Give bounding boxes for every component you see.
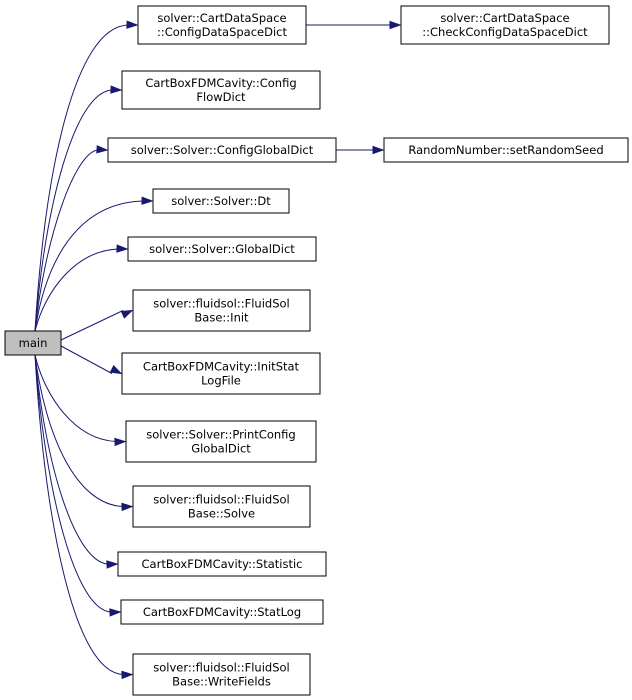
- node-box: [117, 551, 327, 577]
- node-label: solver::fluidsol::FluidSol: [153, 297, 290, 311]
- node-box: [127, 236, 317, 262]
- node-label: solver::fluidsol::FluidSol: [153, 661, 290, 675]
- edge-cds-config-to-cds-check: [306, 20, 402, 30]
- node-label: solver::fluidsol::FluidSol: [153, 493, 290, 507]
- node-box: [383, 137, 629, 163]
- edge-line: [34, 354, 124, 675]
- node-main[interactable]: main: [4, 330, 62, 356]
- edge-arrowhead: [110, 85, 123, 94]
- node-cds-config[interactable]: solver::CartDataSpace::ConfigDataSpaceDi…: [137, 5, 307, 45]
- node-label: LogFile: [201, 374, 241, 388]
- edge-arrowhead: [121, 670, 134, 680]
- node-label: ::CheckConfigDataSpaceDict: [422, 25, 588, 39]
- edge-main-to-cfdm-stat: [34, 354, 119, 569]
- edge-line: [60, 310, 124, 341]
- edge-arrowhead: [126, 20, 139, 29]
- edge-line: [34, 200, 144, 332]
- node-box: [121, 70, 321, 110]
- node-box: [400, 5, 610, 45]
- node-box: [107, 137, 337, 163]
- node-sol-dt[interactable]: solver::Solver::Dt: [152, 188, 290, 214]
- edge-arrowhead: [109, 364, 123, 375]
- node-label: solver::CartDataSpace: [440, 11, 569, 25]
- node-box: [120, 599, 324, 625]
- edge-line: [34, 354, 124, 507]
- edge-main-to-cfdm-statlog: [34, 354, 122, 617]
- node-box: [4, 330, 62, 356]
- edge-arrowhead: [372, 145, 385, 155]
- node-box: [121, 352, 321, 395]
- node-label: CartBoxFDMCavity::Config: [145, 76, 296, 90]
- edge-arrowhead: [109, 608, 122, 617]
- node-box: [152, 188, 290, 214]
- node-cfdm-stat[interactable]: CartBoxFDMCavity::Statistic: [117, 551, 327, 577]
- node-label: solver::Solver::ConfigGlobalDict: [131, 143, 314, 157]
- node-fsb-write[interactable]: solver::fluidsol::FluidSolBase::WriteFie…: [132, 653, 311, 696]
- node-label: CartBoxFDMCavity::StatLog: [143, 605, 301, 619]
- node-box: [132, 653, 311, 696]
- node-label: Base::WriteFields: [172, 675, 271, 689]
- node-label: GlobalDict: [191, 442, 251, 456]
- node-cfdm-statlog[interactable]: CartBoxFDMCavity::StatLog: [120, 599, 324, 625]
- node-label: Base::Init: [194, 311, 249, 325]
- edge-line: [34, 248, 119, 332]
- node-label: solver::Solver::Dt: [171, 194, 271, 208]
- edge-arrowhead: [120, 309, 134, 319]
- edge-main-to-sol-cgd: [34, 145, 109, 332]
- node-box: [132, 485, 311, 528]
- call-nodes: main solver::CartDataSpace::ConfigDataSpa…: [4, 5, 629, 696]
- node-box: [137, 5, 307, 45]
- node-label: main: [19, 336, 48, 350]
- edge-main-to-sol-dt: [34, 196, 154, 332]
- edge-main-to-sol-gd: [34, 244, 129, 332]
- edge-arrowhead: [141, 196, 154, 205]
- node-label: ::ConfigDataSpaceDict: [157, 25, 288, 39]
- node-label: FlowDict: [196, 90, 246, 104]
- edge-line: [34, 149, 99, 332]
- edge-arrowhead: [106, 560, 119, 569]
- node-rand-seed[interactable]: RandomNumber::setRandomSeed: [383, 137, 629, 163]
- node-label: solver::Solver::PrintConfig: [146, 428, 295, 442]
- edge-main-to-cds-config: [34, 20, 139, 332]
- node-cds-check[interactable]: solver::CartDataSpace::CheckConfigDataSp…: [400, 5, 610, 45]
- node-sol-cgd[interactable]: solver::Solver::ConfigGlobalDict: [107, 137, 337, 163]
- edge-line: [34, 354, 112, 613]
- edge-line: [34, 89, 113, 332]
- node-label: solver::Solver::GlobalDict: [149, 242, 295, 256]
- edge-main-to-fsb-write: [34, 354, 134, 680]
- edge-main-to-cfdm-flow: [34, 85, 123, 332]
- edge-line: [60, 345, 113, 374]
- edge-arrowhead: [96, 145, 109, 154]
- edge-main-to-cfdm-initstat: [60, 345, 123, 375]
- edge-arrowhead: [121, 502, 134, 512]
- node-box: [132, 289, 311, 332]
- edge-arrowhead: [389, 20, 402, 30]
- node-sol-gd[interactable]: solver::Solver::GlobalDict: [127, 236, 317, 262]
- node-label: CartBoxFDMCavity::InitStat: [143, 360, 300, 374]
- node-label: CartBoxFDMCavity::Statistic: [142, 557, 303, 571]
- node-label: Base::Solve: [188, 507, 255, 521]
- edge-main-to-sol-pcgd: [34, 354, 127, 447]
- node-box: [125, 420, 317, 463]
- call-edges: [34, 20, 402, 680]
- edge-main-to-fsb-solve: [34, 354, 134, 512]
- node-label: solver::CartDataSpace: [157, 11, 286, 25]
- edge-line: [34, 354, 117, 442]
- edge-line: [34, 354, 109, 565]
- edge-line: [34, 24, 129, 332]
- edge-arrowhead: [116, 244, 129, 253]
- edge-sol-cgd-to-rand-seed: [336, 145, 385, 155]
- node-label: RandomNumber::setRandomSeed: [408, 143, 603, 157]
- edge-main-to-fsb-init: [60, 309, 134, 341]
- edge-arrowhead: [114, 437, 127, 447]
